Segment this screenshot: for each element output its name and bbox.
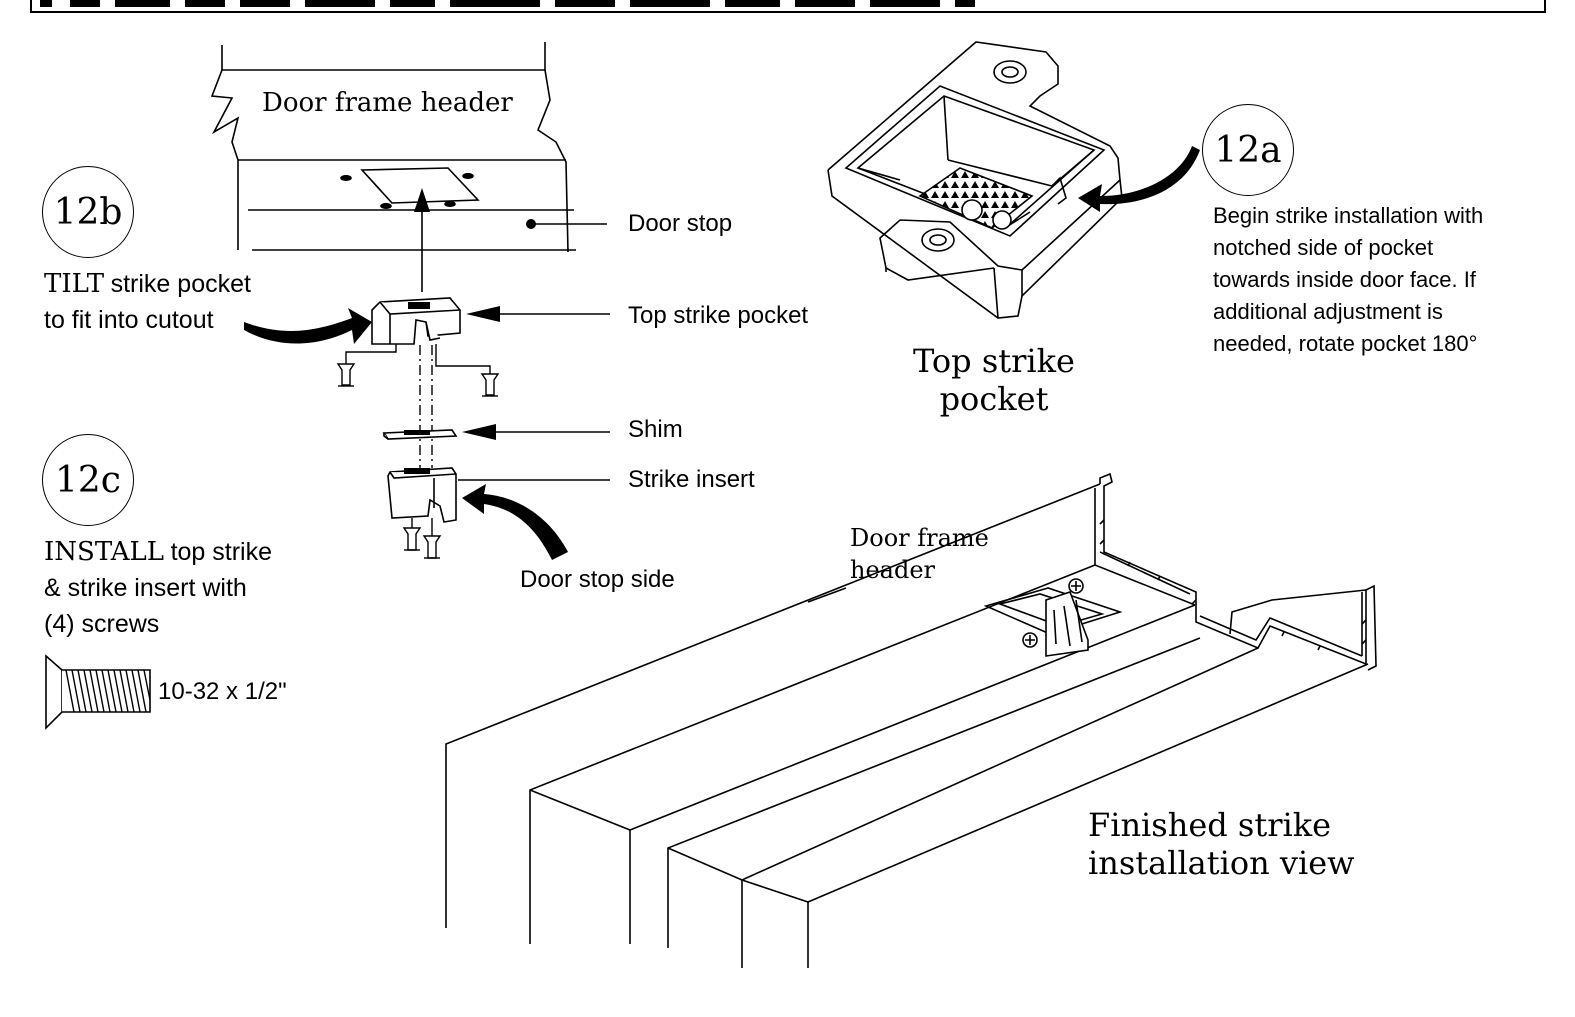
top-strike-pocket-caption-line-1: Top strike <box>913 342 1075 380</box>
step-12c-line-3: (4) screws <box>44 610 160 638</box>
step-12c-verb: INSTALL <box>44 537 165 567</box>
top-strike-pocket-leader <box>466 306 610 322</box>
title-box <box>30 0 1546 13</box>
step-12a-badge: 12a <box>1202 104 1294 196</box>
door-frame-header-label: Door frame header <box>262 88 513 118</box>
step-12c-line-1: INSTALL top strike <box>44 534 272 570</box>
step-12c-instruction: INSTALL top strike & strike insert with … <box>44 534 272 642</box>
top-strike-pocket-part <box>371 297 461 345</box>
step-12b-verb: TILT <box>44 269 105 299</box>
curved-arrow-icon <box>244 146 1200 560</box>
screw-icon <box>45 654 151 730</box>
top-strike-pocket-label: Top strike pocket <box>628 302 809 329</box>
step-12a-line-4: additional adjustment is <box>1213 299 1443 324</box>
step-12a-line-5: needed, rotate pocket 180° <box>1213 331 1478 356</box>
strike-insert-label: Strike insert <box>628 466 755 493</box>
strike-insert-part <box>387 467 457 523</box>
step-12c-line-1-rest: top strike <box>170 538 272 566</box>
finished-header-label-line-2: header <box>850 556 936 584</box>
finished-view-caption-line-2: installation view <box>1088 844 1355 882</box>
door-frame-header-drawing <box>210 42 576 253</box>
top-strike-pocket-illustration <box>827 41 1123 319</box>
door-stop-label: Door stop <box>628 210 733 237</box>
door-stop-leader <box>526 219 607 229</box>
step-12a-line-3: towards inside door face. If <box>1213 267 1476 292</box>
shim-part <box>382 429 458 440</box>
door-stop-side-label: Door stop side <box>520 566 675 593</box>
up-arrow-icon <box>414 188 430 292</box>
shim-label: Shim <box>628 416 683 443</box>
finished-header-label: Door frame header <box>850 522 989 586</box>
step-12b-badge: 12b <box>42 166 134 258</box>
screw-spec-label: 10-32 x 1/2" <box>158 678 287 705</box>
step-12c-badge: 12c <box>42 434 134 526</box>
step-12b-line-2: to fit into cutout <box>44 306 214 334</box>
finished-view-caption: Finished strike installation view <box>1088 806 1355 882</box>
step-12a-instruction: Begin strike installation with notched s… <box>1213 200 1483 360</box>
top-strike-pocket-caption: Top strike pocket <box>902 342 1086 418</box>
step-12a-line-2: notched side of pocket <box>1213 235 1434 260</box>
finished-installation-illustration <box>445 472 1377 968</box>
step-12b-instruction: TILT strike pocket to fit into cutout <box>44 266 251 338</box>
step-12b-line-1: TILT strike pocket <box>44 266 251 302</box>
finished-view-caption-line-1: Finished strike <box>1088 806 1332 844</box>
step-12a-line-1: Begin strike installation with <box>1213 203 1484 228</box>
finished-header-label-line-1: Door frame <box>850 524 989 552</box>
step-12c-line-2: & strike insert with <box>44 574 247 602</box>
strike-insert-screws <box>402 518 442 559</box>
top-strike-pocket-caption-line-2: pocket <box>939 380 1049 418</box>
step-12b-line-1-rest: strike pocket <box>110 270 251 298</box>
shim-leader <box>462 424 610 440</box>
pocket-screws <box>336 344 500 468</box>
